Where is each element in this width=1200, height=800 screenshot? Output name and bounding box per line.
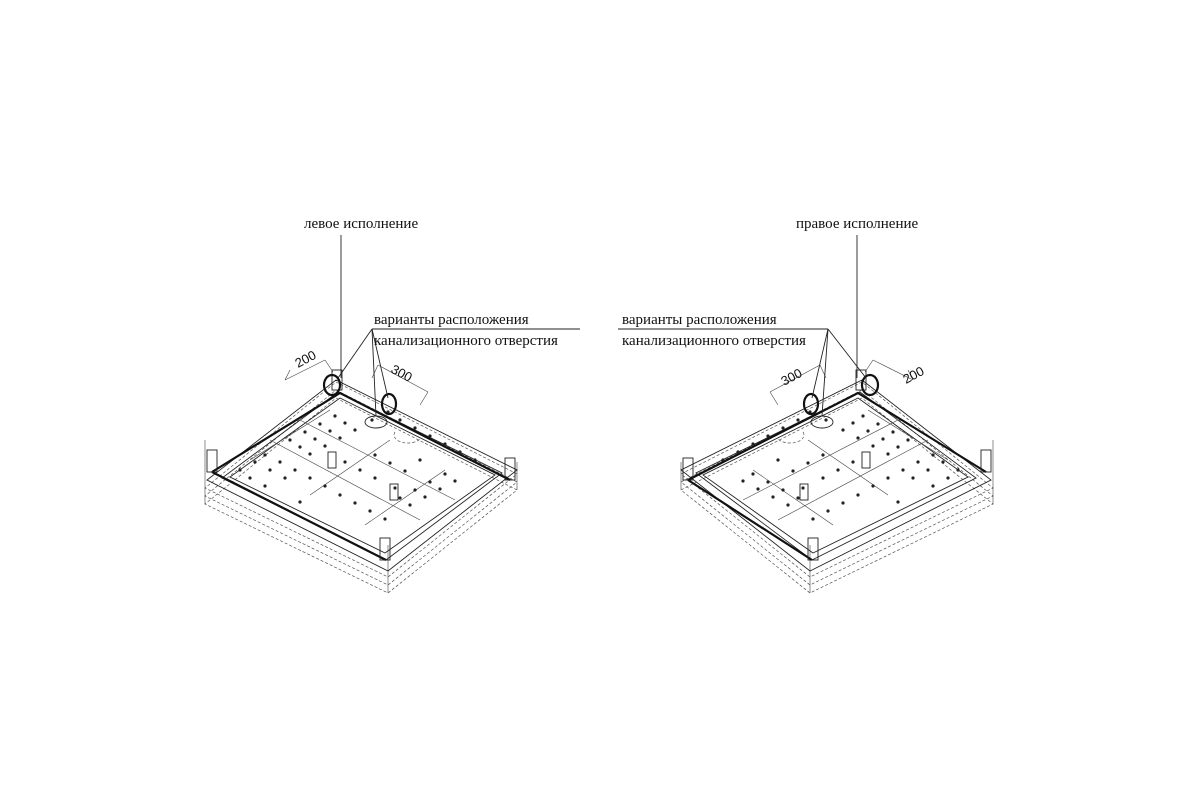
left-dimension-300: 300	[371, 361, 429, 406]
right-leader-lines	[618, 235, 867, 417]
drain-hole-center	[810, 415, 834, 429]
left-tray-drawing: 200 300 левое исполнение варианты распол…	[204, 216, 580, 594]
right-tray-antislip-dots	[721, 410, 960, 521]
left-tray-antislip-dots	[238, 410, 477, 521]
right-tray-legs	[682, 369, 992, 561]
left-dim-300-text: 300	[389, 361, 415, 384]
left-drain-label-line1: варианты расположения	[374, 312, 529, 328]
left-tray-legs	[206, 369, 516, 561]
left-tray-rim	[206, 379, 518, 572]
right-version-label: правое исполнение	[796, 216, 918, 232]
drain-hole-side	[802, 392, 820, 416]
right-tray-floor	[742, 409, 949, 526]
left-dim-200-text: 200	[292, 347, 318, 370]
right-drain-label-line2: канализационного отверстия	[622, 333, 806, 349]
drain-hole-center	[364, 415, 388, 429]
right-dimension-200: 200	[864, 359, 927, 387]
left-tray-support-frame	[204, 381, 518, 594]
right-drain-label-line1: варианты расположения	[622, 312, 777, 328]
left-drain-label-line2: канализационного отверстия	[374, 333, 558, 349]
left-dimension-200: 200	[284, 347, 334, 381]
right-dim-200-text: 200	[900, 363, 926, 386]
drain-hole-corner	[322, 373, 342, 397]
right-tray-rim	[680, 379, 992, 572]
right-tray-support-frame	[680, 381, 994, 594]
left-tray-floor	[249, 409, 456, 526]
right-tray-drawing: 200 300 правое исполнение варианты распо…	[618, 216, 994, 594]
left-version-label: левое исполнение	[304, 216, 418, 232]
left-leader-lines	[337, 235, 580, 417]
drain-hole-corner	[860, 373, 880, 397]
drain-hole-side	[380, 392, 398, 416]
left-tray-drain-holes	[322, 373, 398, 429]
